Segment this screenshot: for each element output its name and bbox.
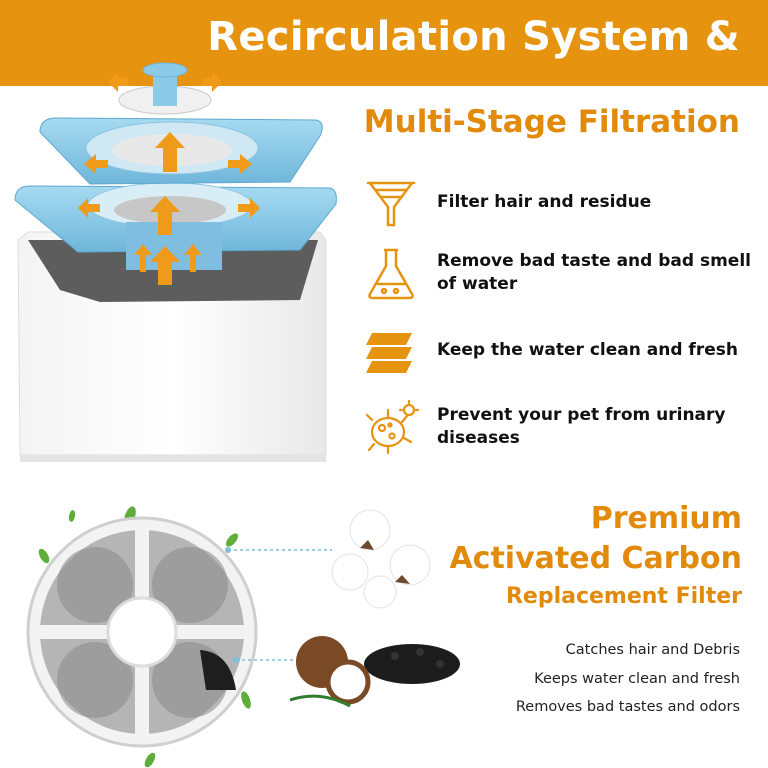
benefit-item: Catches hair and Debris (565, 642, 740, 658)
feature-text: Filter hair and residue (437, 192, 652, 212)
premium-line-2: Activated Carbon (449, 541, 742, 576)
section-subtitle: Multi-Stage Filtration (363, 104, 740, 140)
premium-line-3: Replacement Filter (505, 584, 742, 609)
fountain-illustration (14, 62, 337, 462)
feature-text: Keep the water clean and fresh (437, 340, 738, 360)
premium-line-1: Premium (590, 501, 742, 536)
germ-bacteria-icon (365, 400, 420, 455)
banner-title: Recirculation System & (207, 14, 740, 60)
feature-item: Keep the water clean and fresh (362, 323, 762, 379)
filter-layers-icon (366, 333, 412, 373)
header-banner: Recirculation System & (0, 0, 768, 86)
feature-text: Remove bad taste and bad smell of water (437, 251, 751, 294)
feature-text: Prevent your pet from urinary diseases (437, 405, 726, 448)
feature-item: Prevent your pet from urinary diseases (362, 400, 762, 456)
feature-item: Remove bad taste and bad smell of water (362, 246, 762, 302)
funnel-filter-icon (366, 181, 416, 227)
benefits-list: Catches hair and Debris Keeps water clea… (516, 636, 740, 722)
feature-item: Filter hair and residue (362, 175, 762, 231)
replacement-filter-illustration (26, 506, 460, 768)
lab-flask-icon (368, 248, 414, 300)
premium-heading: Premium Activated Carbon Replacement Fil… (449, 500, 742, 614)
benefit-item: Removes bad tastes and odors (515, 699, 740, 715)
benefit-item: Keeps water clean and fresh (534, 670, 740, 687)
